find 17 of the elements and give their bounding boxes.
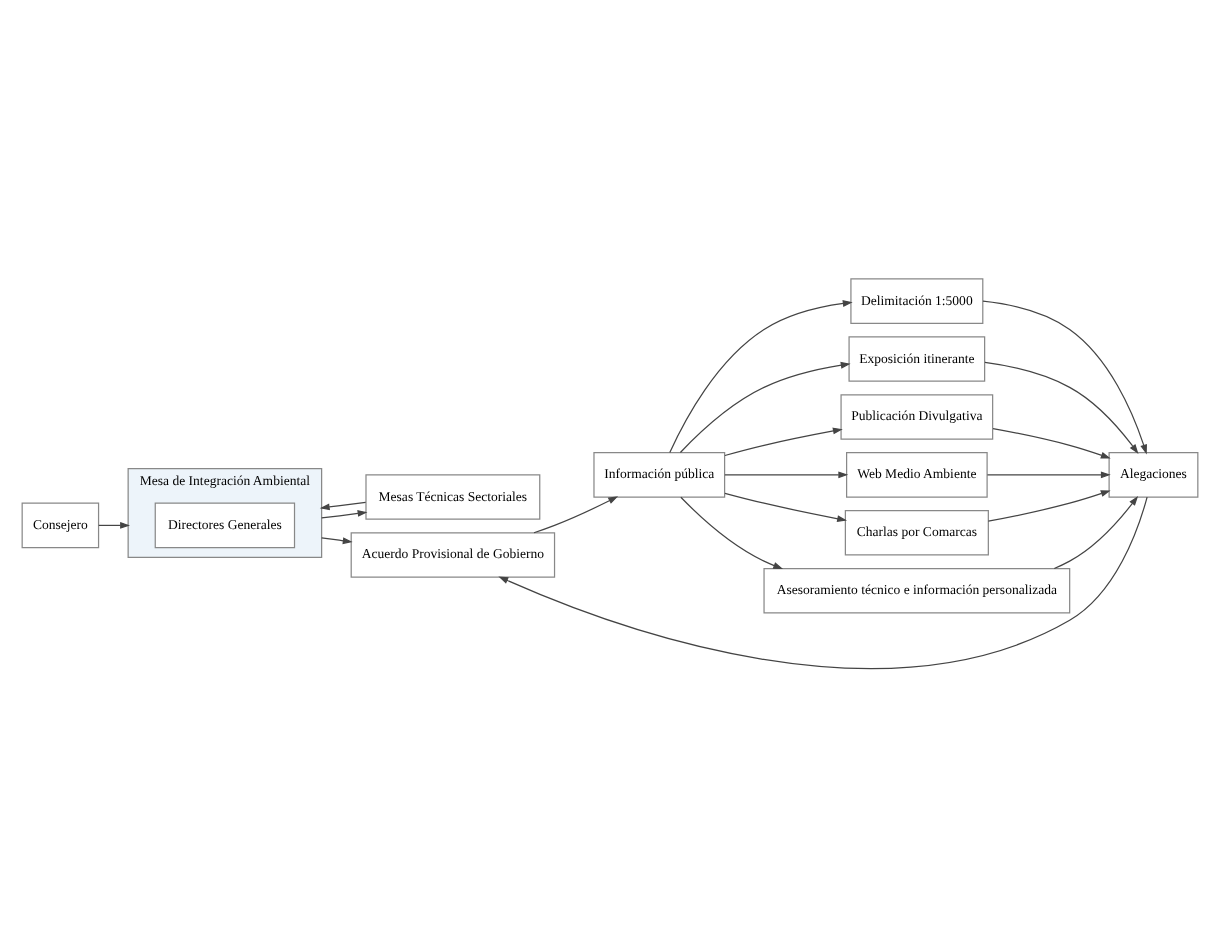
arrow [321, 510, 368, 519]
arrow [321, 537, 353, 545]
arrow [724, 427, 843, 457]
arrow [98, 521, 130, 529]
arrow [680, 496, 784, 570]
arrow [669, 300, 853, 454]
arrow [679, 361, 851, 454]
arrow [724, 471, 849, 479]
arrow [982, 300, 1147, 455]
arrow [724, 492, 848, 523]
arrow [1053, 495, 1139, 570]
arrow [992, 427, 1111, 459]
arrow [319, 501, 367, 511]
arrow [986, 471, 1111, 479]
arrow [498, 496, 1148, 670]
arrow [987, 490, 1111, 522]
arrow [984, 361, 1139, 454]
